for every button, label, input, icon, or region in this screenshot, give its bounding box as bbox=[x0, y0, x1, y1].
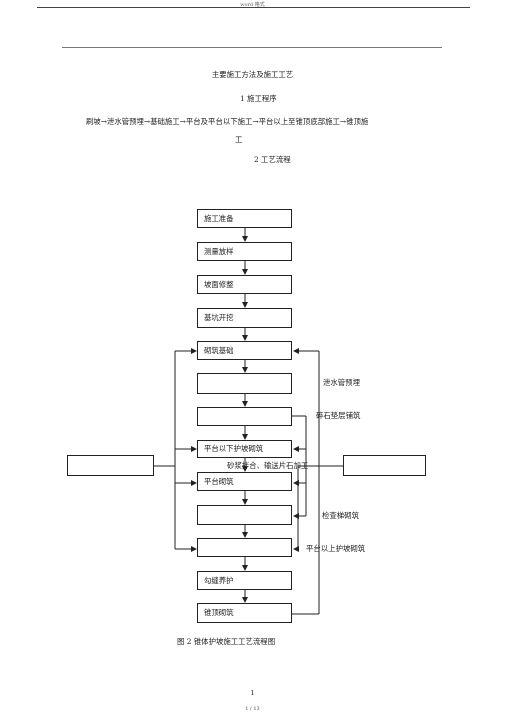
flow-step-12: 勾缝养护 bbox=[197, 571, 292, 590]
flow-step-11 bbox=[197, 538, 292, 557]
flow-step-8: 平台以下护坡砌筑 bbox=[197, 440, 292, 458]
section1-heading: 1 施工程序 bbox=[240, 94, 277, 103]
flow-left-box bbox=[67, 455, 154, 476]
label-gravel-cushion: 碎石垫层铺筑 bbox=[316, 411, 361, 420]
flow-right-box bbox=[343, 455, 426, 476]
flow-step-10 bbox=[197, 505, 292, 525]
page-number: 1 bbox=[250, 689, 255, 697]
flow-step-1: 施工准备 bbox=[197, 209, 292, 228]
section2-heading: 2 工艺流程 bbox=[254, 155, 291, 164]
flow-step-6 bbox=[197, 373, 292, 394]
figure-caption: 图 2 锥体护坡施工工艺流程图 bbox=[177, 637, 276, 646]
flow-step-5: 砌筑基础 bbox=[197, 341, 292, 360]
label-mortar-stone: 砂浆拌合、输送片石加工 bbox=[227, 461, 309, 470]
label-drain-pipe: 泄水管预埋 bbox=[323, 378, 360, 387]
flow-step-4: 基坑开挖 bbox=[197, 308, 292, 328]
flow-step-7 bbox=[197, 407, 292, 426]
document-title: 主要施工方法及施工工艺 bbox=[211, 70, 294, 79]
header-divider bbox=[37, 7, 470, 8]
page-header: word 格式 bbox=[240, 2, 265, 8]
flow-step-13: 锥顶砌筑 bbox=[197, 603, 292, 623]
flow-step-3: 坡面修整 bbox=[197, 275, 292, 294]
label-upper-slope: 平台以上护坡砌筑 bbox=[306, 544, 366, 553]
flow-step-2: 测量放样 bbox=[197, 242, 292, 261]
section-divider bbox=[62, 47, 442, 48]
construction-sequence-line1: 刷坡→泄水管预埋→基础施工→平台及平台以下施工→平台以上至锥顶底部施工→锥顶施 bbox=[86, 117, 369, 126]
page-counter: 1 / 13 bbox=[245, 706, 260, 712]
construction-sequence-line2: 工 bbox=[235, 135, 243, 144]
flow-step-9: 平台砌筑 bbox=[197, 472, 292, 491]
label-inspection-stairs: 检查梯砌筑 bbox=[322, 511, 359, 520]
